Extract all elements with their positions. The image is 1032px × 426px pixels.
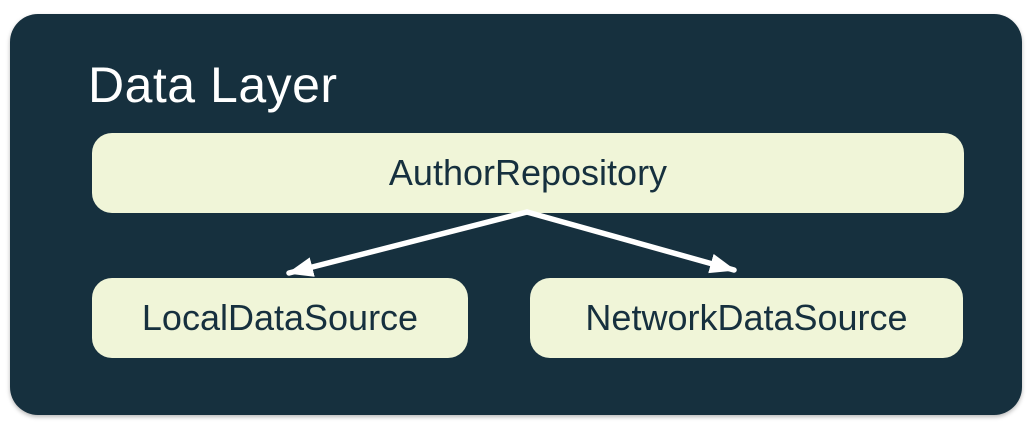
data-layer-container: Data Layer AuthorRepository LocalDataSou… xyxy=(10,14,1022,415)
node-network-data-source: NetworkDataSource xyxy=(530,278,963,358)
node-local-data-source-label: LocalDataSource xyxy=(141,297,419,338)
node-author-repository: AuthorRepository xyxy=(92,133,964,213)
node-network-data-source-label: NetworkDataSource xyxy=(585,297,908,338)
node-author-repository-label: AuthorRepository xyxy=(388,152,668,193)
diagram-title: Data Layer xyxy=(88,57,338,113)
node-local-data-source: LocalDataSource xyxy=(92,278,468,358)
